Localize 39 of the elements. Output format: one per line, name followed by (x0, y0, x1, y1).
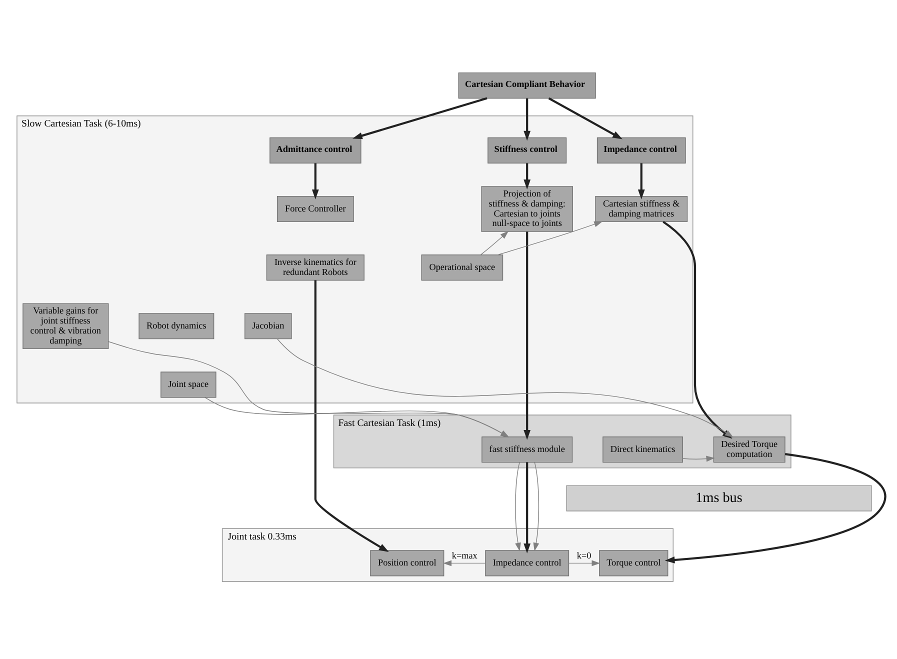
node-box: Variable gains for joint stiffness control & vibration damping (22, 302, 109, 349)
node-box: Admittance control (270, 136, 362, 163)
node-box: Jacobian (244, 312, 292, 339)
node-box: Position control (370, 550, 444, 576)
node-box: Robot dynamics (138, 312, 214, 339)
arrow (515, 461, 521, 551)
node-box: Stiffness control (488, 136, 567, 163)
node-box: Direct kinematics (602, 436, 684, 462)
arrow (524, 462, 531, 553)
node-box: Operational space (421, 254, 504, 280)
arrow (314, 280, 389, 552)
node-box: Force Controller (276, 195, 354, 222)
arrow (524, 98, 531, 140)
arrow (568, 560, 600, 566)
arrow (682, 455, 715, 462)
node-box: Projection of stiffness & damping: Cartesian to joints null-space to joints (481, 186, 573, 232)
node-box: Torque control (599, 550, 668, 576)
edge-label: k=max (452, 550, 478, 560)
arrow (548, 96, 622, 139)
arrow (524, 162, 531, 189)
node-box: Cartesian Compliant Behavior (458, 72, 596, 98)
arrow (352, 96, 488, 139)
arrow (533, 461, 540, 551)
node-box: Cartesian stiffness & damping matrices (595, 195, 688, 222)
arrow (498, 220, 603, 255)
arrow (524, 231, 531, 440)
node-box: fast stiffness module (482, 436, 573, 462)
arrow (480, 230, 509, 255)
node-box: 1ms bus (566, 484, 872, 511)
arrow (638, 162, 645, 199)
arrow (443, 560, 486, 566)
node-box: Impedance control (485, 550, 570, 576)
node-box: Inverse kinematics for redundant Robots (266, 254, 364, 280)
node-box: Impedance control (596, 136, 686, 163)
arrow (312, 162, 319, 199)
node-box: Desired Torque computation (713, 436, 786, 462)
node-box: Joint space (160, 371, 216, 398)
edge-label: k=0 (576, 550, 592, 560)
arrow (664, 452, 886, 563)
